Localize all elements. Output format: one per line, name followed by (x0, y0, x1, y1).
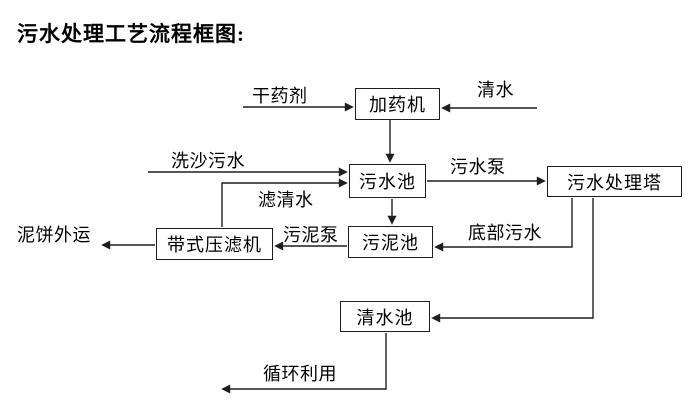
arrow-clean-water-pool-to-recycle (221, 333, 387, 394)
edge-label-filtered-water: 滤清水 (258, 190, 314, 210)
edge-label-sewage-pump: 污水泵 (450, 157, 506, 177)
diagram-title: 污水处理工艺流程框图: (17, 22, 245, 46)
arrow-filter-press-to-sewage-pool (221, 178, 348, 227)
edge-label-mud-cake-out: 泥饼外运 (17, 225, 91, 245)
node-sludge-pool-label: 污泥池 (362, 233, 419, 253)
edge-label-bottom-sewage: 底部污水 (468, 223, 542, 243)
node-clean-water-pool-label: 清水池 (356, 307, 414, 328)
node-dosing-machine: 加药机 (355, 88, 440, 120)
node-sewage-pool-label: 污水池 (359, 172, 416, 192)
node-belt-filter-press-label: 带式压滤机 (167, 235, 262, 255)
edge-label-clean-water: 清水 (477, 80, 514, 100)
node-treatment-tower: 污水处理塔 (547, 166, 682, 197)
node-sewage-pool: 污水池 (349, 164, 426, 198)
node-belt-filter-press: 带式压滤机 (156, 228, 273, 260)
node-treatment-tower-label: 污水处理塔 (567, 172, 662, 193)
edge-label-recycle: 循环利用 (263, 364, 337, 384)
edge-label-sand-washing-sewage: 洗沙污水 (171, 151, 245, 171)
arrow-treatment-tower-to-sludge-pool (434, 198, 573, 252)
arrow-treatment-tower-to-clean-water-pool (431, 198, 594, 323)
node-clean-water-pool: 清水池 (340, 301, 430, 332)
edge-label-dry-agent: 干药剂 (252, 86, 308, 106)
node-sludge-pool: 污泥池 (348, 226, 433, 258)
edge-label-sludge-pump: 污泥泵 (283, 225, 339, 245)
node-dosing-machine-label: 加药机 (369, 95, 426, 115)
